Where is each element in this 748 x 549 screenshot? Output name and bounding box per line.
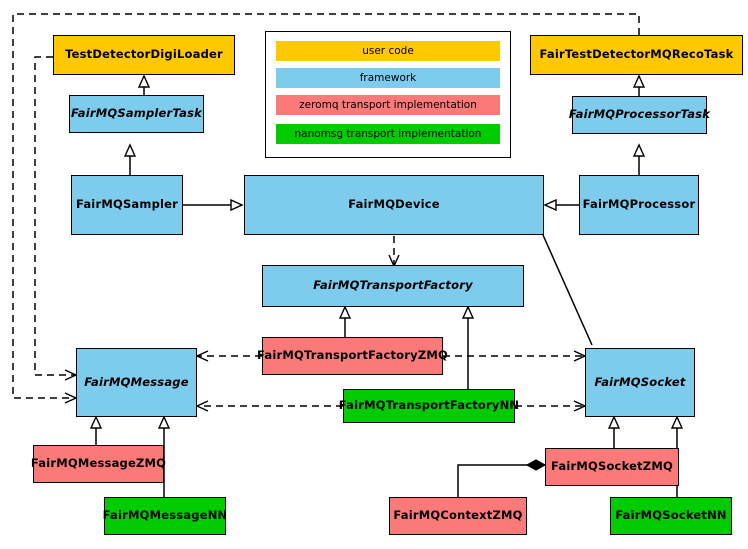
- legend-item-nanomsg: nanomsg transport implementation: [276, 124, 500, 144]
- legend-item-zeromq: zeromq transport implementation: [276, 95, 500, 115]
- node-fairmq-socket[interactable]: FairMQSocket: [585, 348, 695, 417]
- node-fairmq-sampler[interactable]: FairMQSampler: [71, 175, 183, 235]
- node-fairmq-message-zmq[interactable]: FairMQMessageZMQ: [31, 445, 166, 483]
- legend-item-user-code: user code: [276, 41, 500, 61]
- node-fairmq-message-nn[interactable]: FairMQMessageNN: [103, 497, 227, 535]
- node-fairmq-transport-factory-zmq[interactable]: FairMQTransportFactoryZMQ: [257, 337, 448, 375]
- node-fairmq-socket-nn[interactable]: FairMQSocketNN: [610, 497, 732, 535]
- legend-item-framework: framework: [276, 68, 500, 88]
- node-fairmq-device[interactable]: FairMQDevice: [244, 175, 544, 235]
- legend-panel: user code framework zeromq transport imp…: [265, 31, 511, 158]
- node-fairmq-sampler-task[interactable]: FairMQSamplerTask: [69, 95, 204, 133]
- node-fairmq-transport-factory[interactable]: FairMQTransportFactory: [262, 265, 524, 307]
- node-test-detector-digi-loader[interactable]: TestDetectorDigiLoader: [53, 35, 235, 75]
- node-fairmq-context-zmq[interactable]: FairMQContextZMQ: [389, 497, 527, 535]
- node-fairmq-processor-task[interactable]: FairMQProcessorTask: [569, 96, 710, 134]
- node-fairmq-transport-factory-nn[interactable]: FairMQTransportFactoryNN: [339, 389, 519, 423]
- node-fair-test-detector-mq-reco-task[interactable]: FairTestDetectorMQRecoTask: [530, 35, 743, 75]
- node-fairmq-socket-zmq[interactable]: FairMQSocketZMQ: [545, 448, 679, 486]
- node-fairmq-processor[interactable]: FairMQProcessor: [579, 175, 699, 235]
- node-fairmq-message[interactable]: FairMQMessage: [76, 348, 197, 417]
